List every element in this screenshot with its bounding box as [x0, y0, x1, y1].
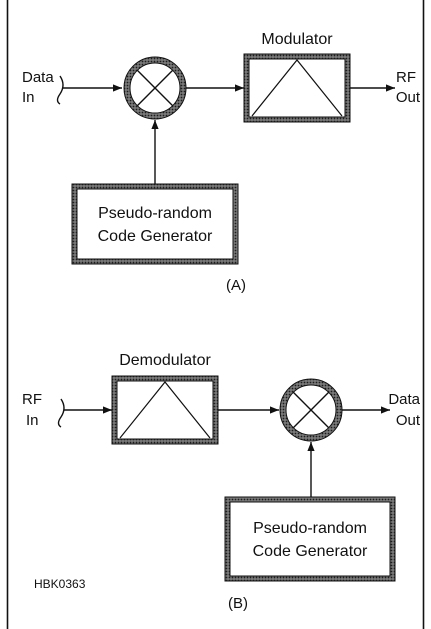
panel-a-input-break-symbol: [56, 75, 64, 105]
panel-b-demodulator-label: Demodulator: [119, 352, 211, 369]
panel-b-input-break-symbol: [57, 398, 65, 428]
panel-a-input-label-line2: In: [22, 89, 35, 106]
panel-b-code-generator-label-line2: Code Generator: [253, 543, 368, 560]
panel-a-code-generator-label-line1: Pseudo-random: [98, 205, 212, 222]
panel-a: Data In Modulator RF Out Pseudo-random C…: [22, 31, 421, 294]
panel-b-output-label-line1: Data: [388, 391, 420, 408]
panel-a-input-label-line1: Data: [22, 69, 54, 86]
panel-a-modulator-label: Modulator: [261, 31, 333, 48]
panel-b-input-label-line1: RF: [22, 391, 42, 408]
panel-b-code-generator-block: [224, 496, 396, 582]
panel-b-input-label-line2: In: [26, 412, 39, 429]
panel-a-code-generator-label-line2: Code Generator: [98, 228, 213, 245]
panel-b-mixer-icon: [279, 378, 343, 442]
panel-b-demodulator-block: [111, 375, 219, 445]
panel-a-output-label-line1: RF: [396, 69, 416, 86]
panel-a-code-generator-block: [71, 183, 239, 265]
panel-a-output-label-line2: Out: [396, 89, 421, 106]
panel-b: RF In Demodulator Data Out Pseudo-random…: [22, 352, 421, 612]
panel-b-output-label-line2: Out: [396, 412, 421, 429]
panel-a-caption: (A): [226, 277, 246, 294]
figure-code: HBK0363: [34, 577, 86, 591]
panel-b-code-generator-label-line1: Pseudo-random: [253, 520, 367, 537]
panel-a-modulator-block: [243, 53, 351, 123]
panel-b-caption: (B): [228, 595, 248, 612]
panel-a-mixer-icon: [123, 56, 187, 120]
